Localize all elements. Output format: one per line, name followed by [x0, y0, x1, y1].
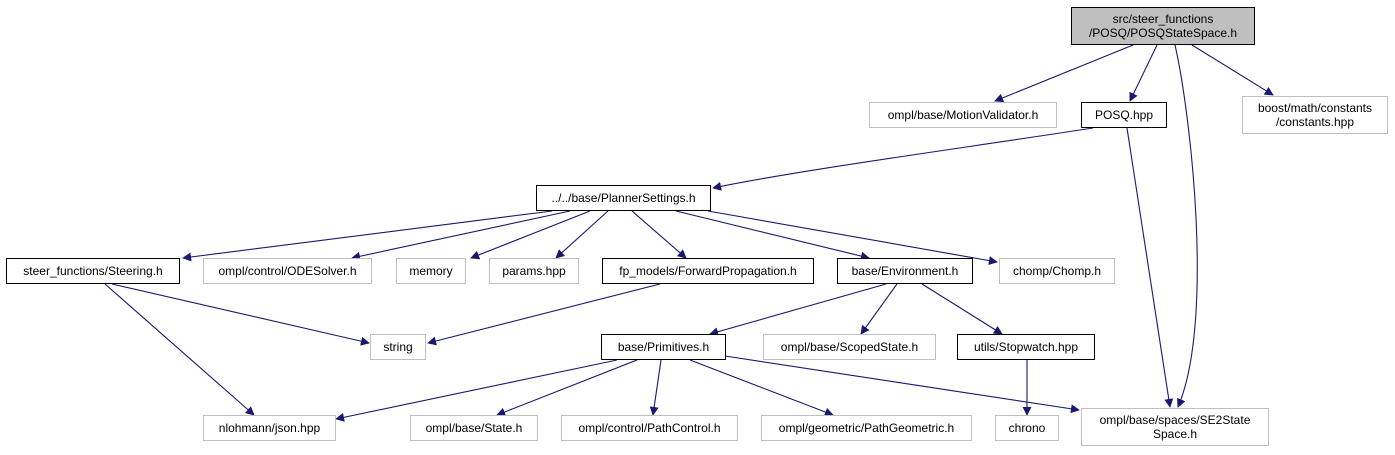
include-edge-ps-8 — [470, 210, 591, 260]
node-state[interactable]: ompl/base/State.h — [410, 415, 538, 441]
include-edge-steer-13 — [111, 283, 370, 346]
include-edge-env-18 — [921, 283, 1003, 335]
include-edge-env-17 — [860, 283, 898, 335]
node-path-geometric[interactable]: ompl/geometric/PathGeometric.h — [761, 415, 972, 441]
node-stopwatch[interactable]: utils/Stopwatch.hpp — [957, 334, 1095, 360]
include-edge-ps-6 — [182, 210, 553, 262]
include-edge-prim-22 — [689, 359, 834, 417]
include-edge-posq-4 — [712, 127, 1094, 191]
include-edge-fp-15 — [427, 283, 661, 346]
include-edge-prim-21 — [649, 359, 662, 416]
include-edge-ps-11 — [675, 210, 870, 261]
node-params[interactable]: params.hpp — [489, 258, 579, 284]
node-json[interactable]: nlohmann/json.hpp — [203, 415, 336, 441]
include-edge-ps-12 — [707, 210, 998, 266]
include-edge-root-3 — [1191, 44, 1274, 96]
node-path-control[interactable]: ompl/control/PathControl.h — [561, 415, 738, 441]
include-edge-root-1 — [1129, 44, 1158, 102]
include-edge-root-2 — [1174, 44, 1198, 408]
include-edge-prim-23 — [724, 355, 1080, 414]
include-edge-posq-5 — [1126, 127, 1174, 408]
include-edge-steer-14 — [104, 283, 255, 416]
include-edge-env-16 — [709, 283, 887, 337]
node-boost-constants[interactable]: boost/math/constants/constants.hpp — [1242, 96, 1388, 134]
include-edge-prim-19 — [335, 359, 618, 422]
node-ode-solver[interactable]: ompl/control/ODESolver.h — [203, 258, 372, 284]
node-posq-hpp[interactable]: POSQ.hpp — [1081, 102, 1167, 128]
node-scoped-state[interactable]: ompl/base/ScopedState.h — [763, 334, 936, 360]
node-string[interactable]: string — [370, 334, 426, 360]
include-edge-ps-7 — [351, 210, 571, 261]
include-edge-prim-20 — [496, 359, 638, 417]
include-edge-ps-9 — [555, 210, 609, 259]
node-chomp[interactable]: chomp/Chomp.h — [999, 258, 1115, 284]
node-forward-propagation[interactable]: fp_models/ForwardPropagation.h — [602, 258, 814, 284]
node-memory[interactable]: memory — [396, 258, 466, 284]
include-edge-ps-10 — [631, 210, 687, 259]
node-primitives[interactable]: base/Primitives.h — [601, 334, 726, 360]
node-chrono[interactable]: chrono — [995, 415, 1059, 441]
include-edge-root-0 — [994, 44, 1134, 103]
node-root-posq-state-space: src/steer_functions/POSQ/POSQStateSpace.… — [1071, 7, 1255, 45]
node-environment[interactable]: base/Environment.h — [837, 258, 973, 284]
node-motion-validator[interactable]: ompl/base/MotionValidator.h — [869, 102, 1057, 128]
node-steering[interactable]: steer_functions/Steering.h — [6, 258, 180, 284]
node-planner-settings[interactable]: ../../base/PlannerSettings.h — [536, 185, 711, 211]
